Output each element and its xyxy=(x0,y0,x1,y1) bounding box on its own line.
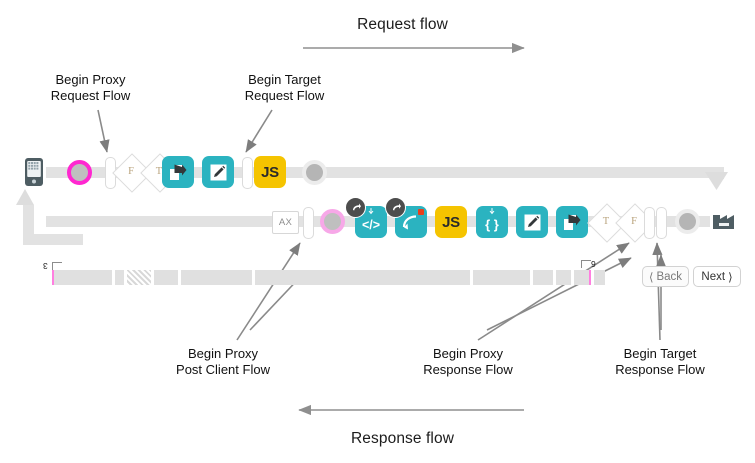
annotation-line-2: Post Client Flow xyxy=(176,362,270,377)
timeline-segment-divider xyxy=(151,270,154,285)
js-node-label: JS xyxy=(261,163,279,181)
annotation-begin-proxy-request-flow: Begin Proxy Request Flow xyxy=(18,72,163,104)
timeline-segment-divider xyxy=(530,270,533,285)
response-edit-policy-icon[interactable] xyxy=(516,206,548,238)
response-javascript-policy-icon[interactable]: JS xyxy=(435,206,467,238)
request-assign-message-icon[interactable] xyxy=(162,156,194,188)
annotation-line-1: Begin Proxy xyxy=(187,346,259,361)
annotation-line-1: Begin Target xyxy=(248,72,321,87)
timeline-segment-divider xyxy=(252,270,255,285)
back-button-label: Back xyxy=(656,270,683,283)
annotation-line-2: Response Flow xyxy=(615,362,705,377)
request-condition-diamond-t[interactable]: T xyxy=(140,153,180,193)
json-node-label: { } xyxy=(485,217,499,232)
annotation-begin-target-response-flow: Begin Target Response Flow xyxy=(587,346,733,378)
timeline-end-tick-label: 6 xyxy=(591,259,596,269)
response-proxy-flow-divider-bar[interactable] xyxy=(644,207,655,239)
target-server-icon xyxy=(711,207,741,236)
annotation-line-2: Request Flow xyxy=(244,88,325,103)
response-target-flow-divider-bar[interactable] xyxy=(656,207,667,239)
timeline-segment-divider xyxy=(112,270,115,285)
timeline-scroll-strip[interactable] xyxy=(52,270,605,285)
response-post-client-flow-divider-bar[interactable] xyxy=(303,207,314,239)
raise-fault-dot-icon xyxy=(418,209,424,215)
response-xml-policy-icon[interactable]: </> xyxy=(345,197,387,238)
request-target-flow-divider-bar[interactable] xyxy=(242,157,253,189)
annotation-begin-proxy-post-client-flow: Begin Proxy Post Client Flow xyxy=(150,346,296,378)
timeline-segment-divider xyxy=(470,270,473,285)
ax-box-label: AX xyxy=(278,217,293,228)
request-flow-rail xyxy=(46,167,724,178)
request-javascript-policy-icon[interactable]: JS xyxy=(254,156,286,188)
chevron-left-icon: ⟨ xyxy=(648,271,654,284)
annotation-line-1: Begin Target xyxy=(623,346,697,361)
request-edit-policy-icon[interactable] xyxy=(202,156,234,188)
response-condition-diamond-f[interactable]: F xyxy=(615,203,655,243)
next-button-label: Next xyxy=(701,270,726,283)
diamond-label: F xyxy=(128,166,134,177)
response-json-policy-icon[interactable]: { } xyxy=(476,206,508,238)
response-flow-title: Response flow xyxy=(351,430,454,447)
diamond-label: T xyxy=(602,216,610,227)
annotation-line-2: Request Flow xyxy=(50,88,131,103)
xml-node-label: </> xyxy=(361,217,381,232)
timeline-segment-divider xyxy=(591,270,594,285)
timeline-segment-divider xyxy=(178,270,181,285)
timeline-marker-end xyxy=(589,270,591,285)
request-condition-diamond-f[interactable]: F xyxy=(112,153,152,193)
timeline-hatched-segment xyxy=(127,270,151,285)
chevron-right-icon: ⟩ xyxy=(728,271,733,284)
timeline-segment-divider xyxy=(553,270,556,285)
request-rail-turn xyxy=(713,167,724,179)
request-flow-end-circle[interactable] xyxy=(302,160,327,185)
response-assign-message-icon[interactable] xyxy=(556,206,588,238)
response-badge-icon xyxy=(345,197,366,218)
response-rail-return-vertical xyxy=(23,205,34,245)
response-flow-end-circle[interactable] xyxy=(675,209,700,234)
request-flow-title: Request flow xyxy=(357,16,448,33)
mobile-device-icon xyxy=(24,157,44,192)
timeline-segment-divider xyxy=(124,270,127,285)
response-ax-box[interactable]: AX xyxy=(272,211,299,234)
annotation-line-2: Response Flow xyxy=(423,362,513,377)
annotation-line-1: Begin Proxy xyxy=(55,72,126,87)
timeline-start-tick-label: 3 xyxy=(43,261,48,271)
js-node-label: JS xyxy=(442,213,460,231)
diamond-label: T xyxy=(155,166,163,177)
diamond-label: F xyxy=(631,216,637,227)
response-condition-diamond-t[interactable]: T xyxy=(587,203,627,243)
timeline-start-bracket xyxy=(52,262,62,270)
annotation-begin-target-request-flow: Begin Target Request Flow xyxy=(212,72,357,104)
next-button[interactable]: Next ⟩ xyxy=(693,266,741,287)
response-badge-icon xyxy=(385,197,406,218)
timeline-marker-start xyxy=(52,270,54,285)
annotation-begin-proxy-response-flow: Begin Proxy Response Flow xyxy=(395,346,541,378)
response-rail-return-horizontal xyxy=(23,234,83,245)
request-flow-start-circle[interactable] xyxy=(67,160,92,185)
back-button[interactable]: ⟨ Back xyxy=(642,266,689,287)
timeline-segment-divider xyxy=(571,270,574,285)
response-raise-fault-icon[interactable] xyxy=(385,197,427,238)
annotation-line-1: Begin Proxy xyxy=(432,346,504,361)
timeline-end-bracket xyxy=(581,260,591,268)
response-flow-start-circle[interactable] xyxy=(320,209,345,234)
